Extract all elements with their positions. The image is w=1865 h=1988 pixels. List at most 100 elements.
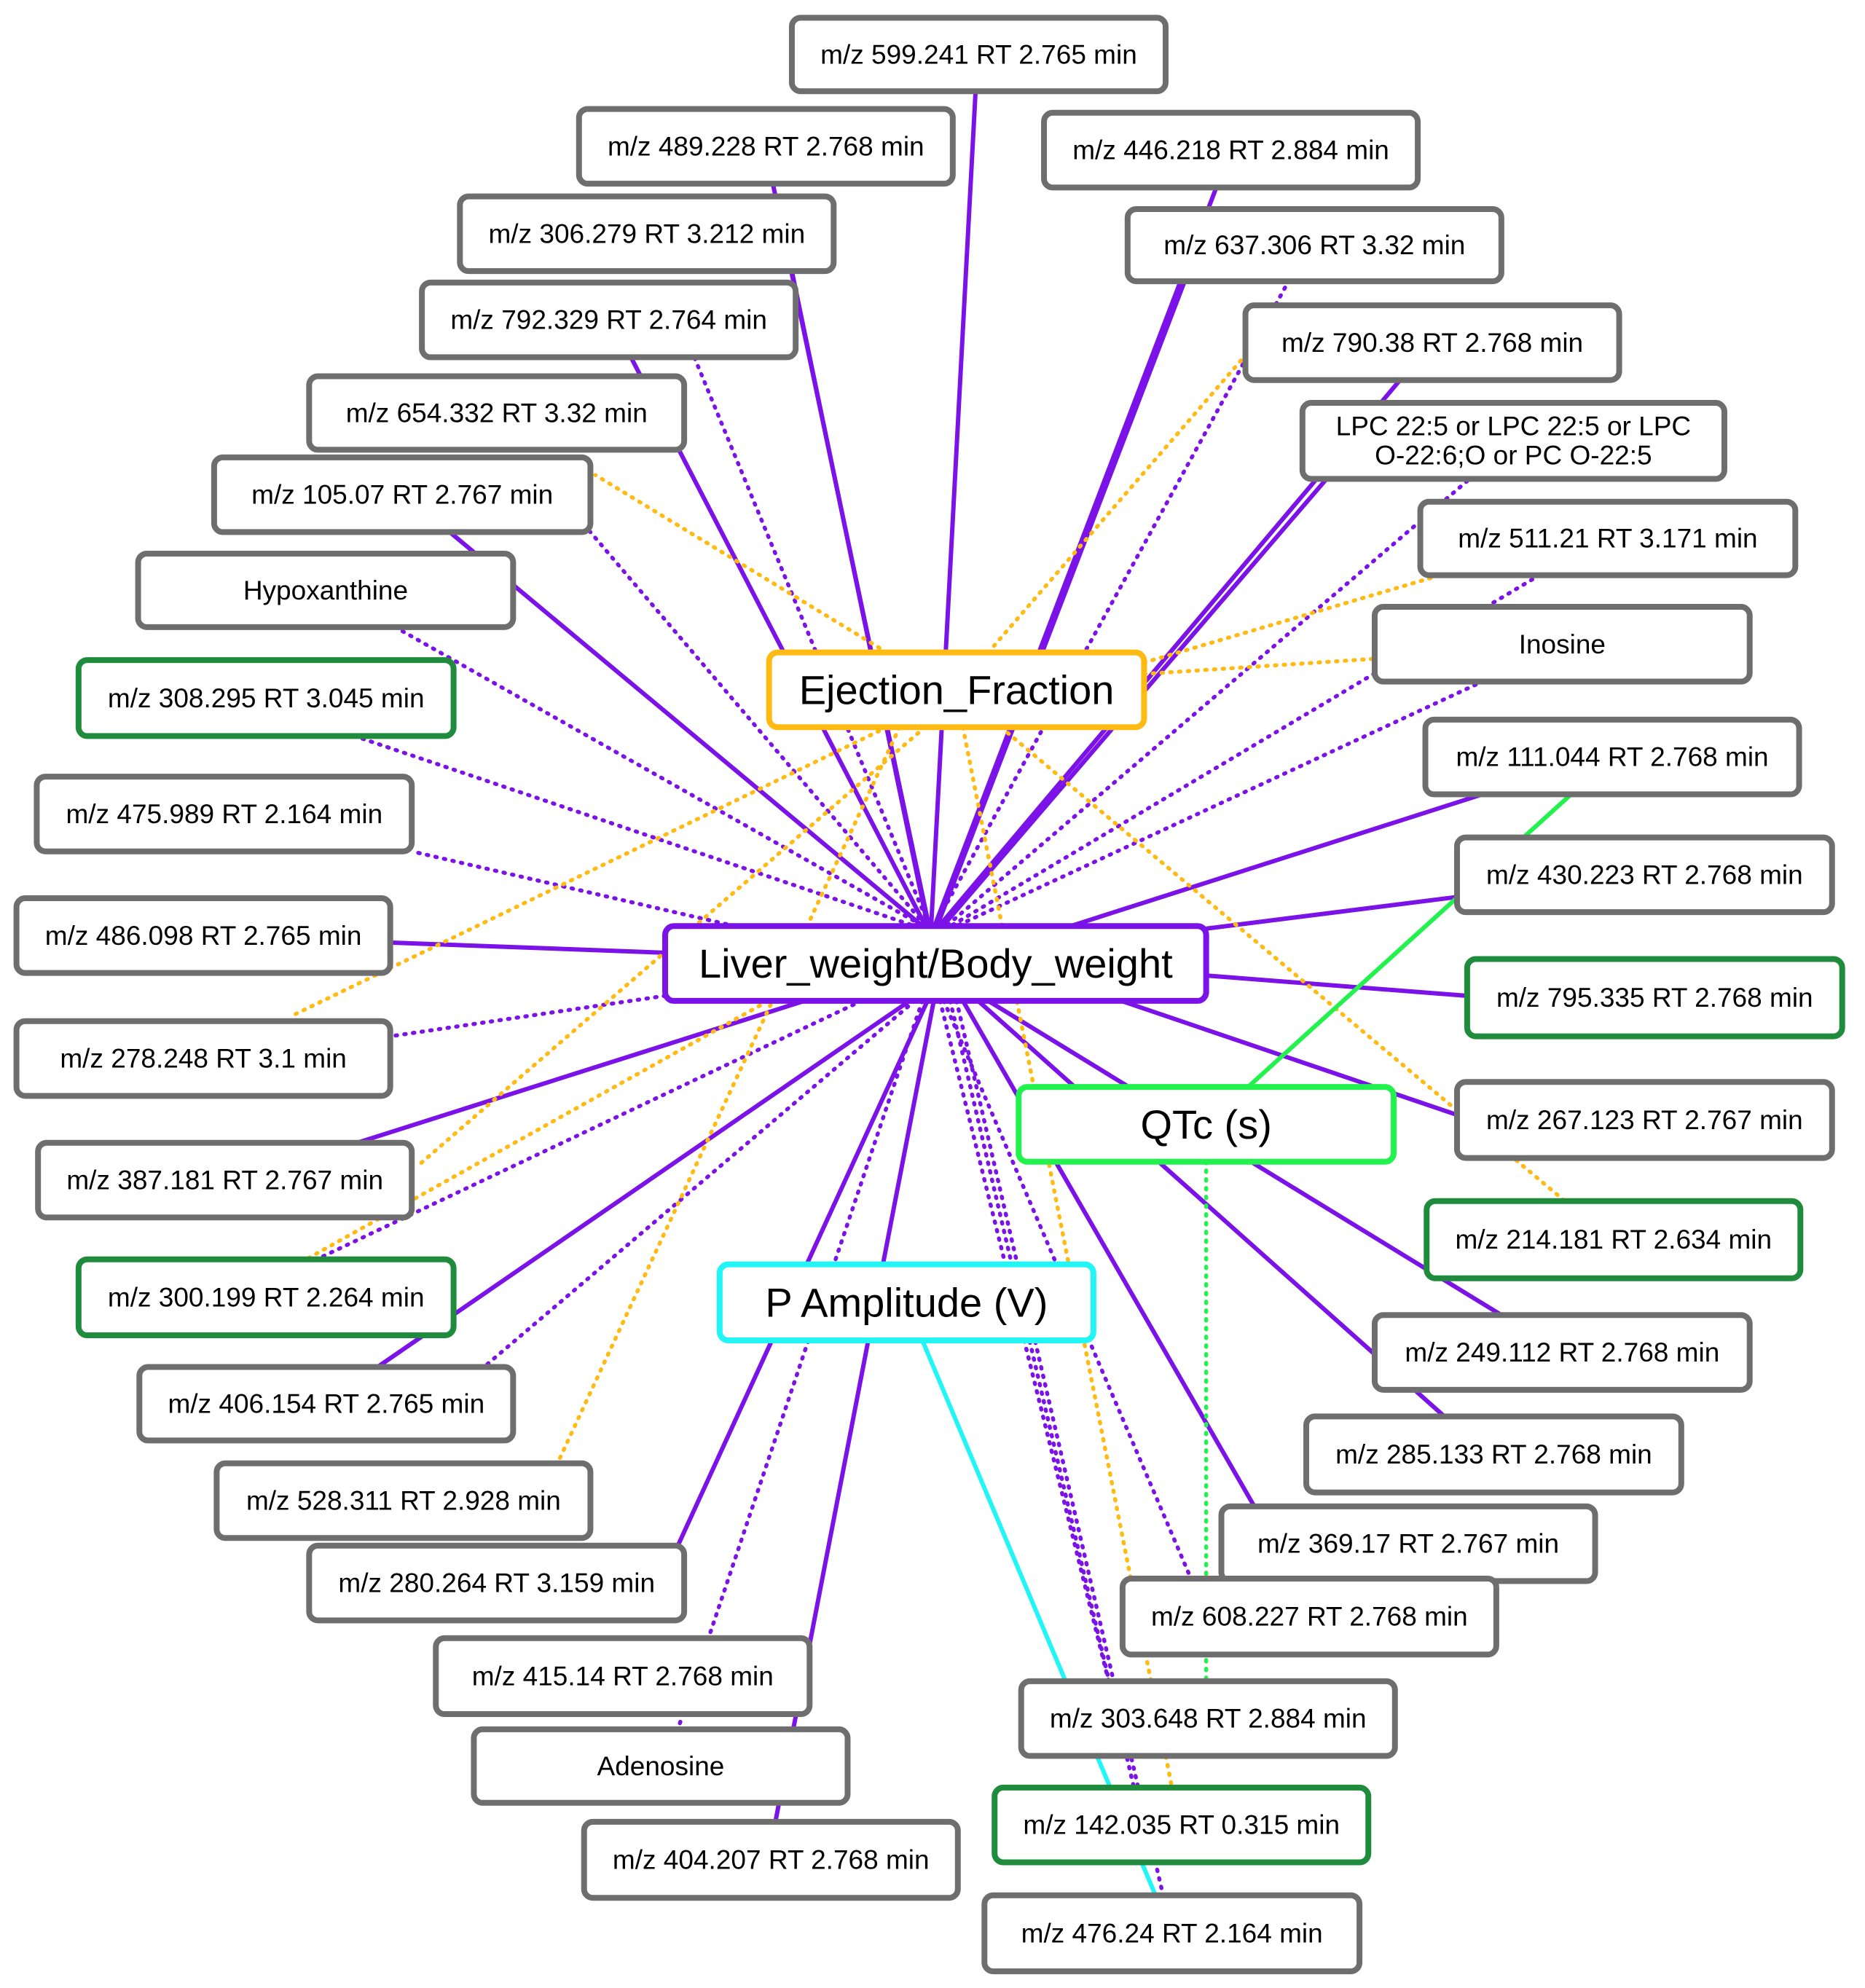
node-n528-label: m/z 528.311 RT 2.928 min <box>246 1486 561 1516</box>
node-n111-label: m/z 111.044 RT 2.768 min <box>1456 742 1768 772</box>
node-n404-label: m/z 404.207 RT 2.768 min <box>613 1845 930 1875</box>
node-n369-label: m/z 369.17 RT 2.767 min <box>1257 1529 1559 1559</box>
node-n415-label: m/z 415.14 RT 2.768 min <box>472 1661 774 1691</box>
node-n105-box <box>211 454 594 535</box>
node-n387: m/z 387.181 RT 2.767 min <box>35 1139 415 1221</box>
node-n111: m/z 111.044 RT 2.768 min <box>1422 716 1802 798</box>
node-n267-label: m/z 267.123 RT 2.767 min <box>1486 1105 1803 1135</box>
node-n142: m/z 142.035 RT 0.315 min <box>992 1784 1372 1866</box>
edge-lw-nade <box>675 999 924 1732</box>
edge-lw-n105 <box>448 530 923 927</box>
edge-lw-n446 <box>932 186 1219 926</box>
hub-ef-label: Ejection_Fraction <box>799 667 1115 712</box>
hub-pa: P Amplitude (V) <box>716 1261 1096 1344</box>
hub-qtc-box <box>1016 1084 1397 1165</box>
edge-ef-n511 <box>1142 575 1434 665</box>
node-nino-label: Inosine <box>1519 629 1606 659</box>
edge-lw-n111 <box>1069 792 1483 929</box>
node-n249-box <box>1371 1312 1753 1393</box>
node-n476-box <box>981 1892 1363 1975</box>
node-n303: m/z 303.648 RT 2.884 min <box>1018 1678 1398 1759</box>
node-n214-box <box>1424 1198 1804 1281</box>
node-n214: m/z 214.181 RT 2.634 min <box>1424 1198 1804 1281</box>
hub-pa-box <box>716 1261 1096 1344</box>
node-n387-label: m/z 387.181 RT 2.767 min <box>66 1166 383 1195</box>
edge-ef-nino <box>1142 656 1377 676</box>
node-n280-box <box>306 1542 688 1624</box>
node-n308: m/z 308.295 RT 3.045 min <box>75 657 457 739</box>
edge-lw-n637 <box>935 280 1187 926</box>
edge-lw-n654 <box>629 356 927 926</box>
node-nhyp: Hypoxanthine <box>135 551 517 630</box>
node-nino-box <box>1371 604 1753 685</box>
node-n306: m/z 306.279 RT 3.212 min <box>457 193 837 275</box>
edge-lw-n475 <box>409 849 737 929</box>
node-n300-box <box>75 1256 457 1339</box>
node-n404-box <box>581 1818 961 1901</box>
node-nino: Inosine <box>1371 604 1753 685</box>
node-n486-label: m/z 486.098 RT 2.765 min <box>45 921 362 951</box>
hub-qtc: QTc (s) <box>1016 1084 1397 1165</box>
node-n599-box <box>788 15 1169 95</box>
node-n528: m/z 528.311 RT 2.928 min <box>213 1460 594 1541</box>
node-n285-label: m/z 285.133 RT 2.768 min <box>1335 1439 1652 1469</box>
node-n406: m/z 406.154 RT 2.765 min <box>136 1364 517 1444</box>
edge-lw-n406 <box>482 999 917 1370</box>
node-n369: m/z 369.17 RT 2.767 min <box>1218 1503 1598 1584</box>
node-n105: m/z 105.07 RT 2.767 min <box>211 454 594 535</box>
node-n446: m/z 446.218 RT 2.884 min <box>1041 109 1421 191</box>
node-n280: m/z 280.264 RT 3.159 min <box>306 1542 688 1624</box>
node-n387-box <box>35 1139 415 1221</box>
node-n489-label: m/z 489.228 RT 2.768 min <box>608 131 924 161</box>
node-n654-label: m/z 654.332 RT 3.32 min <box>346 398 648 428</box>
node-n637-box <box>1124 205 1504 285</box>
node-n280-label: m/z 280.264 RT 3.159 min <box>338 1568 655 1598</box>
node-n404: m/z 404.207 RT 2.768 min <box>581 1818 961 1901</box>
node-n528-box <box>213 1460 594 1541</box>
edge-lw-nino <box>957 679 1485 927</box>
node-nhyp-label: Hypoxanthine <box>243 575 408 605</box>
node-n105-label: m/z 105.07 RT 2.767 min <box>251 480 553 510</box>
node-n249-label: m/z 249.112 RT 2.768 min <box>1405 1337 1719 1367</box>
edge-ef-n790 <box>986 321 1276 655</box>
node-n486: m/z 486.098 RT 2.765 min <box>13 895 393 976</box>
node-n406-label: m/z 406.154 RT 2.765 min <box>168 1388 484 1418</box>
node-n278-label: m/z 278.248 RT 3.1 min <box>60 1044 347 1074</box>
node-n637-label: m/z 637.306 RT 3.32 min <box>1163 230 1465 260</box>
node-n267-box <box>1454 1079 1835 1161</box>
node-n430-box <box>1454 834 1835 916</box>
node-nade: Adenosine <box>471 1726 851 1806</box>
node-n475: m/z 475.989 RT 2.164 min <box>34 774 415 854</box>
node-n637: m/z 637.306 RT 3.32 min <box>1124 205 1504 285</box>
edge-lw-n308 <box>353 734 921 930</box>
hub-pa-label: P Amplitude (V) <box>765 1279 1048 1325</box>
node-n608-box <box>1119 1575 1499 1658</box>
hub-qtc-label: QTc (s) <box>1140 1101 1271 1147</box>
node-n415-box <box>433 1635 813 1718</box>
node-n489-box <box>576 106 956 187</box>
node-n486-box <box>13 895 393 976</box>
node-n446-label: m/z 446.218 RT 2.884 min <box>1072 135 1389 165</box>
node-n511: m/z 511.21 RT 3.171 min <box>1417 498 1799 578</box>
edge-lw-n406 <box>376 999 911 1369</box>
node-n142-box <box>992 1784 1372 1866</box>
edge-ef-n654 <box>593 473 890 655</box>
hub-lw-box <box>662 923 1209 1004</box>
node-n267: m/z 267.123 RT 2.767 min <box>1454 1079 1835 1161</box>
node-n142-label: m/z 142.035 RT 0.315 min <box>1023 1810 1340 1840</box>
hub-ef-box <box>766 649 1147 731</box>
node-n430-label: m/z 430.223 RT 2.768 min <box>1486 860 1803 889</box>
node-n511-label: m/z 511.21 RT 3.171 min <box>1458 524 1757 554</box>
node-n489: m/z 489.228 RT 2.768 min <box>576 106 956 187</box>
edge-lw-nlpc <box>946 476 1472 927</box>
node-n285: m/z 285.133 RT 2.768 min <box>1303 1413 1684 1496</box>
edge-lw-n105 <box>588 530 927 927</box>
node-n303-box <box>1018 1678 1398 1759</box>
node-nlpc-box <box>1299 400 1727 482</box>
node-n249: m/z 249.112 RT 2.768 min <box>1371 1312 1753 1393</box>
node-n654-box <box>306 373 688 453</box>
node-n795-box <box>1464 956 1845 1040</box>
node-n476: m/z 476.24 RT 2.164 min <box>981 1892 1363 1975</box>
